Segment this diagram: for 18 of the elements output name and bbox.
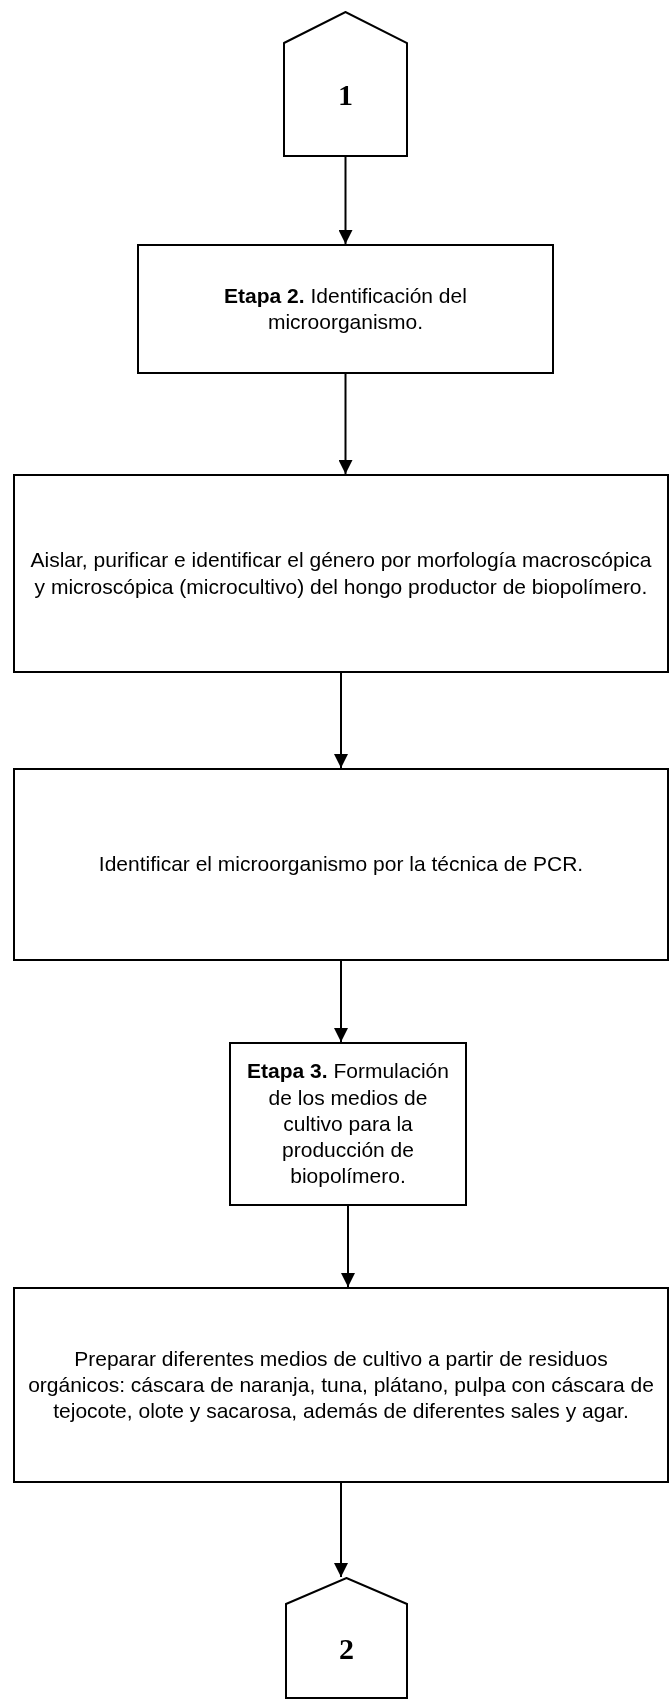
box-text: Etapa 3. Formulación de los medios de cultivo para la producción de biopolímero. [246, 1058, 450, 1190]
box-text: Aislar, purificar e identificar el género por morfología macroscópica y microscópica (microcultivo) del hongo productor de biopolímero. [29, 547, 653, 600]
arrow [338, 373, 353, 475]
box-text: Identificar el microorganismo por la técnica de PCR. [98, 851, 584, 878]
connector-number: 1 [338, 78, 353, 112]
process-box [229, 1042, 467, 1206]
arrow [334, 672, 348, 769]
process-box [13, 474, 669, 673]
process-box [13, 1287, 669, 1483]
arrow [334, 1482, 348, 1578]
process-box [13, 768, 669, 961]
connector-number: 2 [339, 1632, 354, 1666]
box-text: Etapa 2. Identificación del microorganismo. [223, 282, 468, 335]
arrow [334, 960, 348, 1043]
arrow [341, 1205, 355, 1288]
arrow [338, 156, 353, 245]
box-text: Preparar diferentes medios de cultivo a partir de residuos orgánicos: cáscara de naranja, tuna, plátano, pulpa con cáscara de tejocote, olote y sacarosa, además de diferentes sales y agar. [27, 1345, 655, 1425]
process-box [137, 244, 554, 374]
